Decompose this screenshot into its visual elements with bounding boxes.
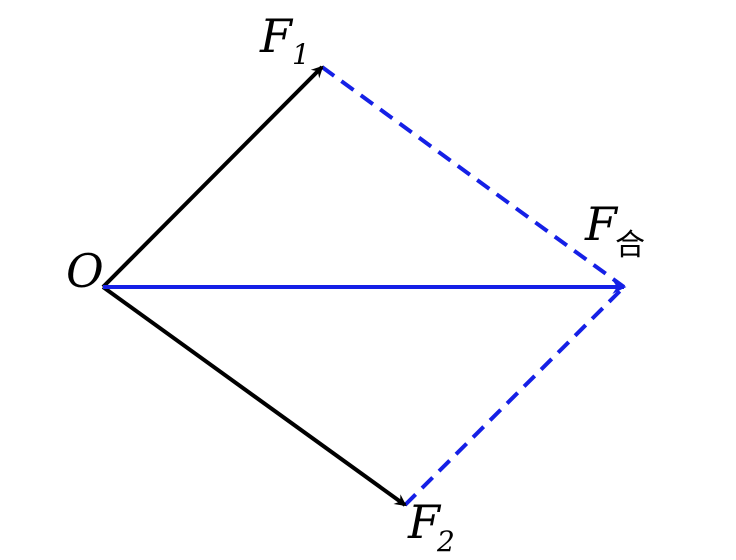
force-vector-f1: [101, 65, 324, 289]
force-1-label-letter: F: [259, 9, 294, 63]
construction-line-f1-to-resultant: [320, 65, 626, 289]
force-vector-f2: [101, 285, 407, 507]
force-2-label-subscript: 2: [436, 525, 455, 558]
resultant-label-subscript: 合: [615, 228, 645, 263]
origin-label: O: [66, 244, 104, 298]
construction-line-f2-to-resultant: [403, 285, 626, 507]
resultant-label-letter: F: [584, 197, 619, 251]
force-1-label-subscript: 1: [292, 38, 310, 71]
force-2-label-letter: F: [407, 495, 442, 549]
